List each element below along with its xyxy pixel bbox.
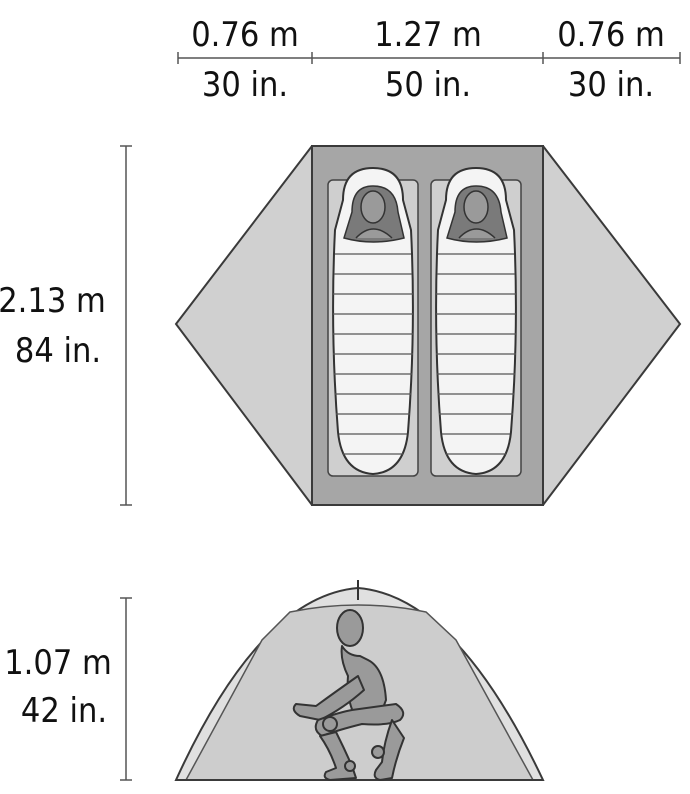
width-right-metric: 0.76 m xyxy=(557,15,665,55)
width-left-imperial: 30 in. xyxy=(202,65,288,105)
crouching-person-figure xyxy=(292,609,405,781)
tent-side-profile xyxy=(174,580,545,781)
width-left-metric: 0.76 m xyxy=(191,15,299,55)
length-metric: 2.13 m xyxy=(0,281,106,321)
height-dimension-line xyxy=(120,597,132,781)
height-imperial: 42 in. xyxy=(21,691,107,731)
width-center-metric: 1.27 m xyxy=(374,15,482,55)
person-head-right xyxy=(458,190,496,239)
tent-floor-plan xyxy=(174,145,682,506)
length-imperial: 84 in. xyxy=(15,331,101,371)
width-dimension-line xyxy=(177,52,681,64)
person-head-left xyxy=(355,190,393,239)
height-metric: 1.07 m xyxy=(4,643,112,683)
sleeping-bag-left xyxy=(332,166,414,476)
width-center-imperial: 50 in. xyxy=(385,65,471,105)
sleeping-bag-right xyxy=(435,166,517,476)
length-dimension-line xyxy=(120,145,132,506)
width-right-imperial: 30 in. xyxy=(568,65,654,105)
